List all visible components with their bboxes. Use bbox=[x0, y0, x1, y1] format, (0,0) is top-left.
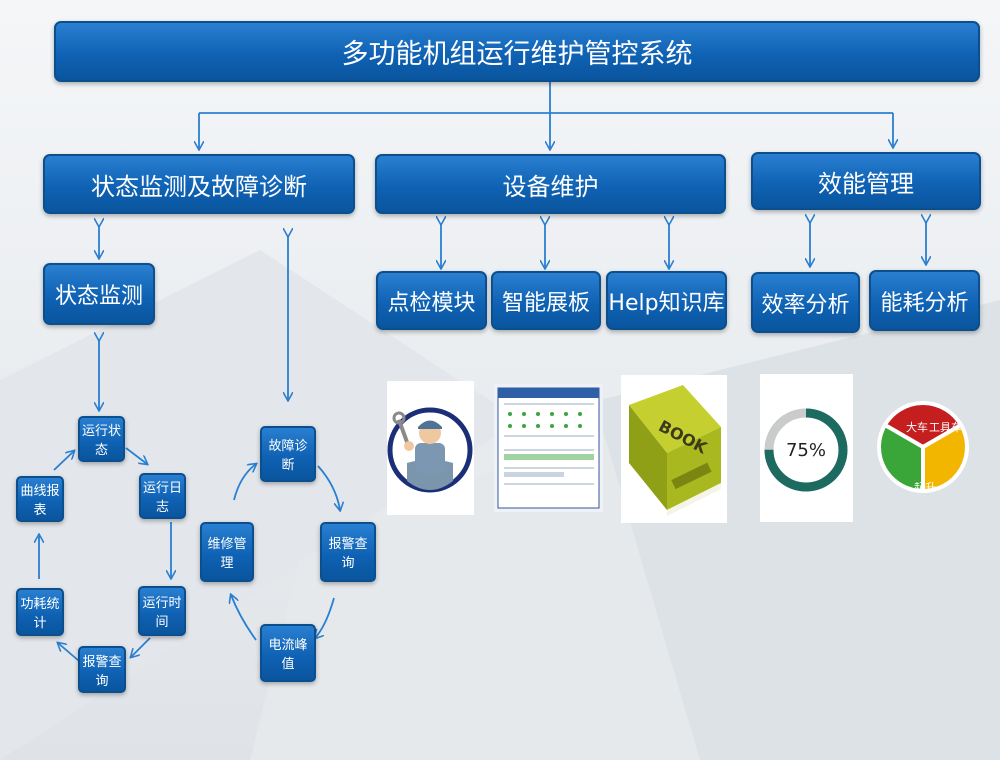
pie-label-0: 大车 bbox=[906, 420, 928, 434]
monitor-diagnosis-node[interactable]: 状态监测及故障诊断 bbox=[43, 154, 355, 214]
pie-slice-2 bbox=[877, 422, 925, 494]
maintenance-node[interactable]: 设备维护 bbox=[375, 154, 726, 214]
cycle-diag-alarm-query[interactable]: 报警查询 bbox=[320, 522, 376, 582]
energy-analysis-node[interactable]: 能耗分析 bbox=[869, 270, 980, 331]
cycle-running-time[interactable]: 运行时间 bbox=[138, 586, 186, 636]
worker-icon bbox=[387, 407, 473, 493]
cycle-running-log[interactable]: 运行日志 bbox=[139, 473, 186, 519]
help-knowledge-base-node[interactable]: Help知识库 bbox=[606, 271, 727, 330]
cycle-curve-report[interactable]: 曲线报表 bbox=[16, 476, 64, 522]
gauge-label: 75% bbox=[786, 440, 826, 461]
cycle-current-peak[interactable]: 电流峰值 bbox=[260, 624, 316, 682]
efficiency-node[interactable]: 效能管理 bbox=[751, 152, 981, 210]
pie-label-1: 工具车 bbox=[929, 420, 962, 434]
inspection-module-node[interactable]: 点检模块 bbox=[376, 271, 487, 330]
cycle-fault-diagnosis[interactable]: 故障诊断 bbox=[260, 426, 316, 482]
pie-slice-1 bbox=[921, 422, 969, 494]
status-monitor-node[interactable]: 状态监测 bbox=[43, 263, 155, 325]
pie-label-2: 起升 bbox=[914, 481, 936, 494]
book-icon: BOOK bbox=[629, 385, 721, 516]
efficiency-analysis-node[interactable]: 效率分析 bbox=[751, 272, 860, 333]
cycle-maintenance-management[interactable]: 维修管理 bbox=[200, 522, 254, 582]
pie-image: 大车 工具车 起升 bbox=[876, 369, 971, 526]
gauge-image: 75% bbox=[760, 374, 853, 522]
cycle-power-statistics[interactable]: 功耗统计 bbox=[16, 588, 64, 636]
dashboard-image bbox=[494, 384, 603, 512]
gauge-chart: 75% bbox=[764, 408, 848, 492]
worker-image bbox=[387, 381, 474, 515]
dashboard-thumbnail-icon bbox=[497, 387, 600, 509]
pie-chart: 大车 工具车 起升 bbox=[877, 401, 969, 494]
pie-slice-0 bbox=[882, 401, 964, 450]
cycle-alarm-query[interactable]: 报警查询 bbox=[78, 646, 126, 693]
cycle-running-status[interactable]: 运行状态 bbox=[78, 416, 125, 462]
smart-board-node[interactable]: 智能展板 bbox=[491, 271, 601, 330]
gauge-ring bbox=[764, 408, 848, 492]
system-title[interactable]: 多功能机组运行维护管控系统 bbox=[54, 21, 980, 82]
book-image: BOOK bbox=[621, 375, 727, 523]
